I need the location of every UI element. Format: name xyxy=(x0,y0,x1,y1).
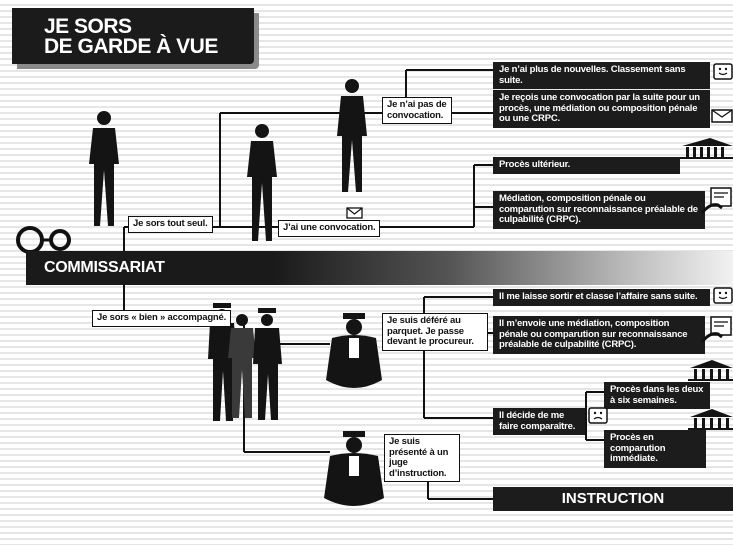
person-convocation-figure xyxy=(247,124,277,241)
held-envelope-icon xyxy=(346,207,363,219)
page-title-line2: DE GARDE À VUE xyxy=(44,35,218,58)
instruction-banner: INSTRUCTION xyxy=(493,487,733,511)
handwriting-icon xyxy=(700,187,732,214)
envelope-icon xyxy=(711,109,733,123)
label-judge: Je suis présenté à un juge d’instruction… xyxy=(384,434,460,482)
commissariat-label: COMMISSARIAT xyxy=(26,251,174,285)
handwriting-icon-2 xyxy=(700,316,732,343)
worried-face-icon xyxy=(588,407,608,424)
person-alone-figure xyxy=(89,111,119,226)
courthouse-icon-3 xyxy=(688,409,733,430)
smiley-icon-2 xyxy=(713,287,733,304)
outcome-trial-2-6-weeks: Procès dans les deux à six semaines. xyxy=(604,382,710,409)
page-title: JE SORS DE GARDE À VUE xyxy=(12,8,254,64)
prosecutor-figure xyxy=(326,313,382,388)
judge-figure xyxy=(324,431,384,506)
outcome-mediation: Il m’envoie une médiation, composition p… xyxy=(493,316,705,354)
label-convocation: J’ai une convocation. xyxy=(278,220,381,237)
page-title-line1: JE SORS xyxy=(44,15,132,38)
person-no-convocation-figure xyxy=(337,79,367,192)
outcome-receive-convocation: Je reçois une convocation par la suite p… xyxy=(493,90,710,128)
label-alone: Je sors tout seul. xyxy=(128,216,213,233)
outcome-immediate-trial: Procès en comparution immédiate. xyxy=(604,430,706,468)
outcome-no-news: Je n’ai plus de nouvelles. Classement sa… xyxy=(493,62,710,89)
outcome-mediation-crpc: Médiation, composition pénale ou comparu… xyxy=(493,191,705,229)
handcuffs-icon xyxy=(16,226,71,254)
label-prosecutor: Je suis déféré au parquet. Je passe deva… xyxy=(382,313,488,351)
label-escorted: Je sors « bien » accompagné. xyxy=(92,310,232,327)
outcome-appear: Il décide de me faire comparaître. xyxy=(493,408,585,435)
courthouse-icon-2 xyxy=(688,360,733,381)
label-no-convocation: Je n’ai pas de convocation. xyxy=(382,97,452,124)
courthouse-icon xyxy=(680,138,733,159)
smiley-icon xyxy=(713,63,733,80)
outcome-later-trial: Procès ultérieur. xyxy=(493,157,680,174)
outcome-release: Il me laisse sortir et classe l’affaire … xyxy=(493,289,710,306)
